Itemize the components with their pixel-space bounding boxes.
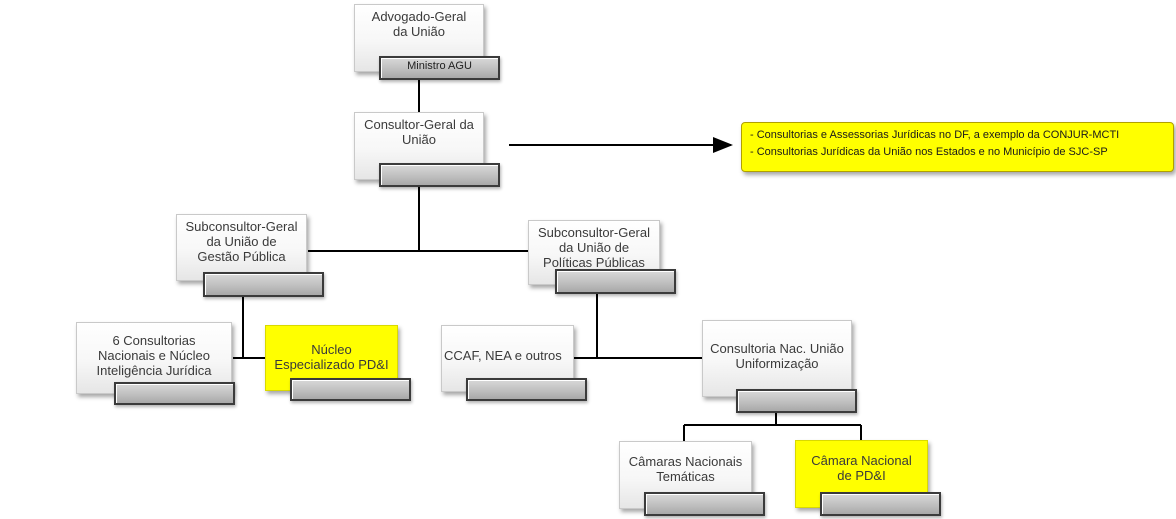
node-subconsultor-gestao: Subconsultor-Geral da União de Gestão Pú… xyxy=(176,214,307,281)
node-subconsultor-politicas-line1: Subconsultor-Geral xyxy=(538,225,650,240)
node-subconsultor-politicas-sub xyxy=(555,269,676,294)
node-camaras-sub xyxy=(644,492,765,516)
node-nucleo-line2: Especializado PD&I xyxy=(274,357,389,372)
node-camaras-tematicas: Câmaras Nacionais Temáticas xyxy=(619,441,752,509)
node-consultorias-line2: Nacionais e Núcleo xyxy=(97,348,210,363)
node-camaras-line2: Temáticas xyxy=(656,469,715,484)
node-advogado-geral-line2: da União xyxy=(392,24,446,39)
node-ccaf-sub xyxy=(466,378,587,401)
node-subconsultor-gestao-line3: Gestão Pública xyxy=(197,249,286,264)
node-cnu-sub xyxy=(736,389,857,413)
node-nucleo-sub xyxy=(290,378,411,401)
node-cnu-line2: Uniformização xyxy=(735,356,819,371)
node-advogado-geral-line1: Advogado-Geral xyxy=(371,9,467,24)
node-subconsultor-politicas-line2: da União de xyxy=(558,240,630,255)
callout-line1: - Consultorias e Assessorias Jurídicas n… xyxy=(750,129,1120,141)
node-consultorias-line1: 6 Consultorias xyxy=(112,333,196,348)
callout-line2: - Consultorias Jurídicas da União nos Es… xyxy=(750,146,1108,158)
node-consultor-geral-line2: União xyxy=(402,132,436,147)
callout-consultorias: - Consultorias e Assessorias Jurídicas n… xyxy=(741,122,1174,172)
node-nucleo-line1: Núcleo xyxy=(311,342,352,357)
node-subconsultor-gestao-sub xyxy=(203,272,324,297)
node-consultor-geral-sub xyxy=(379,163,500,187)
node-subconsultor-politicas-line3: Políticas Públicas xyxy=(543,255,645,270)
node-ccaf-line1: CCAF, NEA e outros xyxy=(444,348,562,363)
node-consultor-geral-line1: Consultor-Geral da xyxy=(364,117,474,132)
node-advogado-geral-sub: Ministro AGU xyxy=(379,56,500,80)
node-cnu-line1: Consultoria Nac. União xyxy=(710,341,844,356)
node-consultorias-line3: Inteligência Jurídica xyxy=(96,363,212,378)
node-subconsultor-gestao-line1: Subconsultor-Geral xyxy=(185,219,298,234)
node-subconsultor-gestao-line2: da União de xyxy=(206,234,277,249)
node-camaras-line1: Câmaras Nacionais xyxy=(628,454,743,469)
node-consultorias-sub xyxy=(114,382,235,405)
node-camara-pdi-sub xyxy=(820,492,941,516)
node-camara-pdi-line1: Câmara Nacional xyxy=(811,453,912,468)
node-consultoria-uniformizacao: Consultoria Nac. União Uniformização xyxy=(702,320,852,397)
node-camara-pdi-line2: de PD&I xyxy=(837,468,886,483)
